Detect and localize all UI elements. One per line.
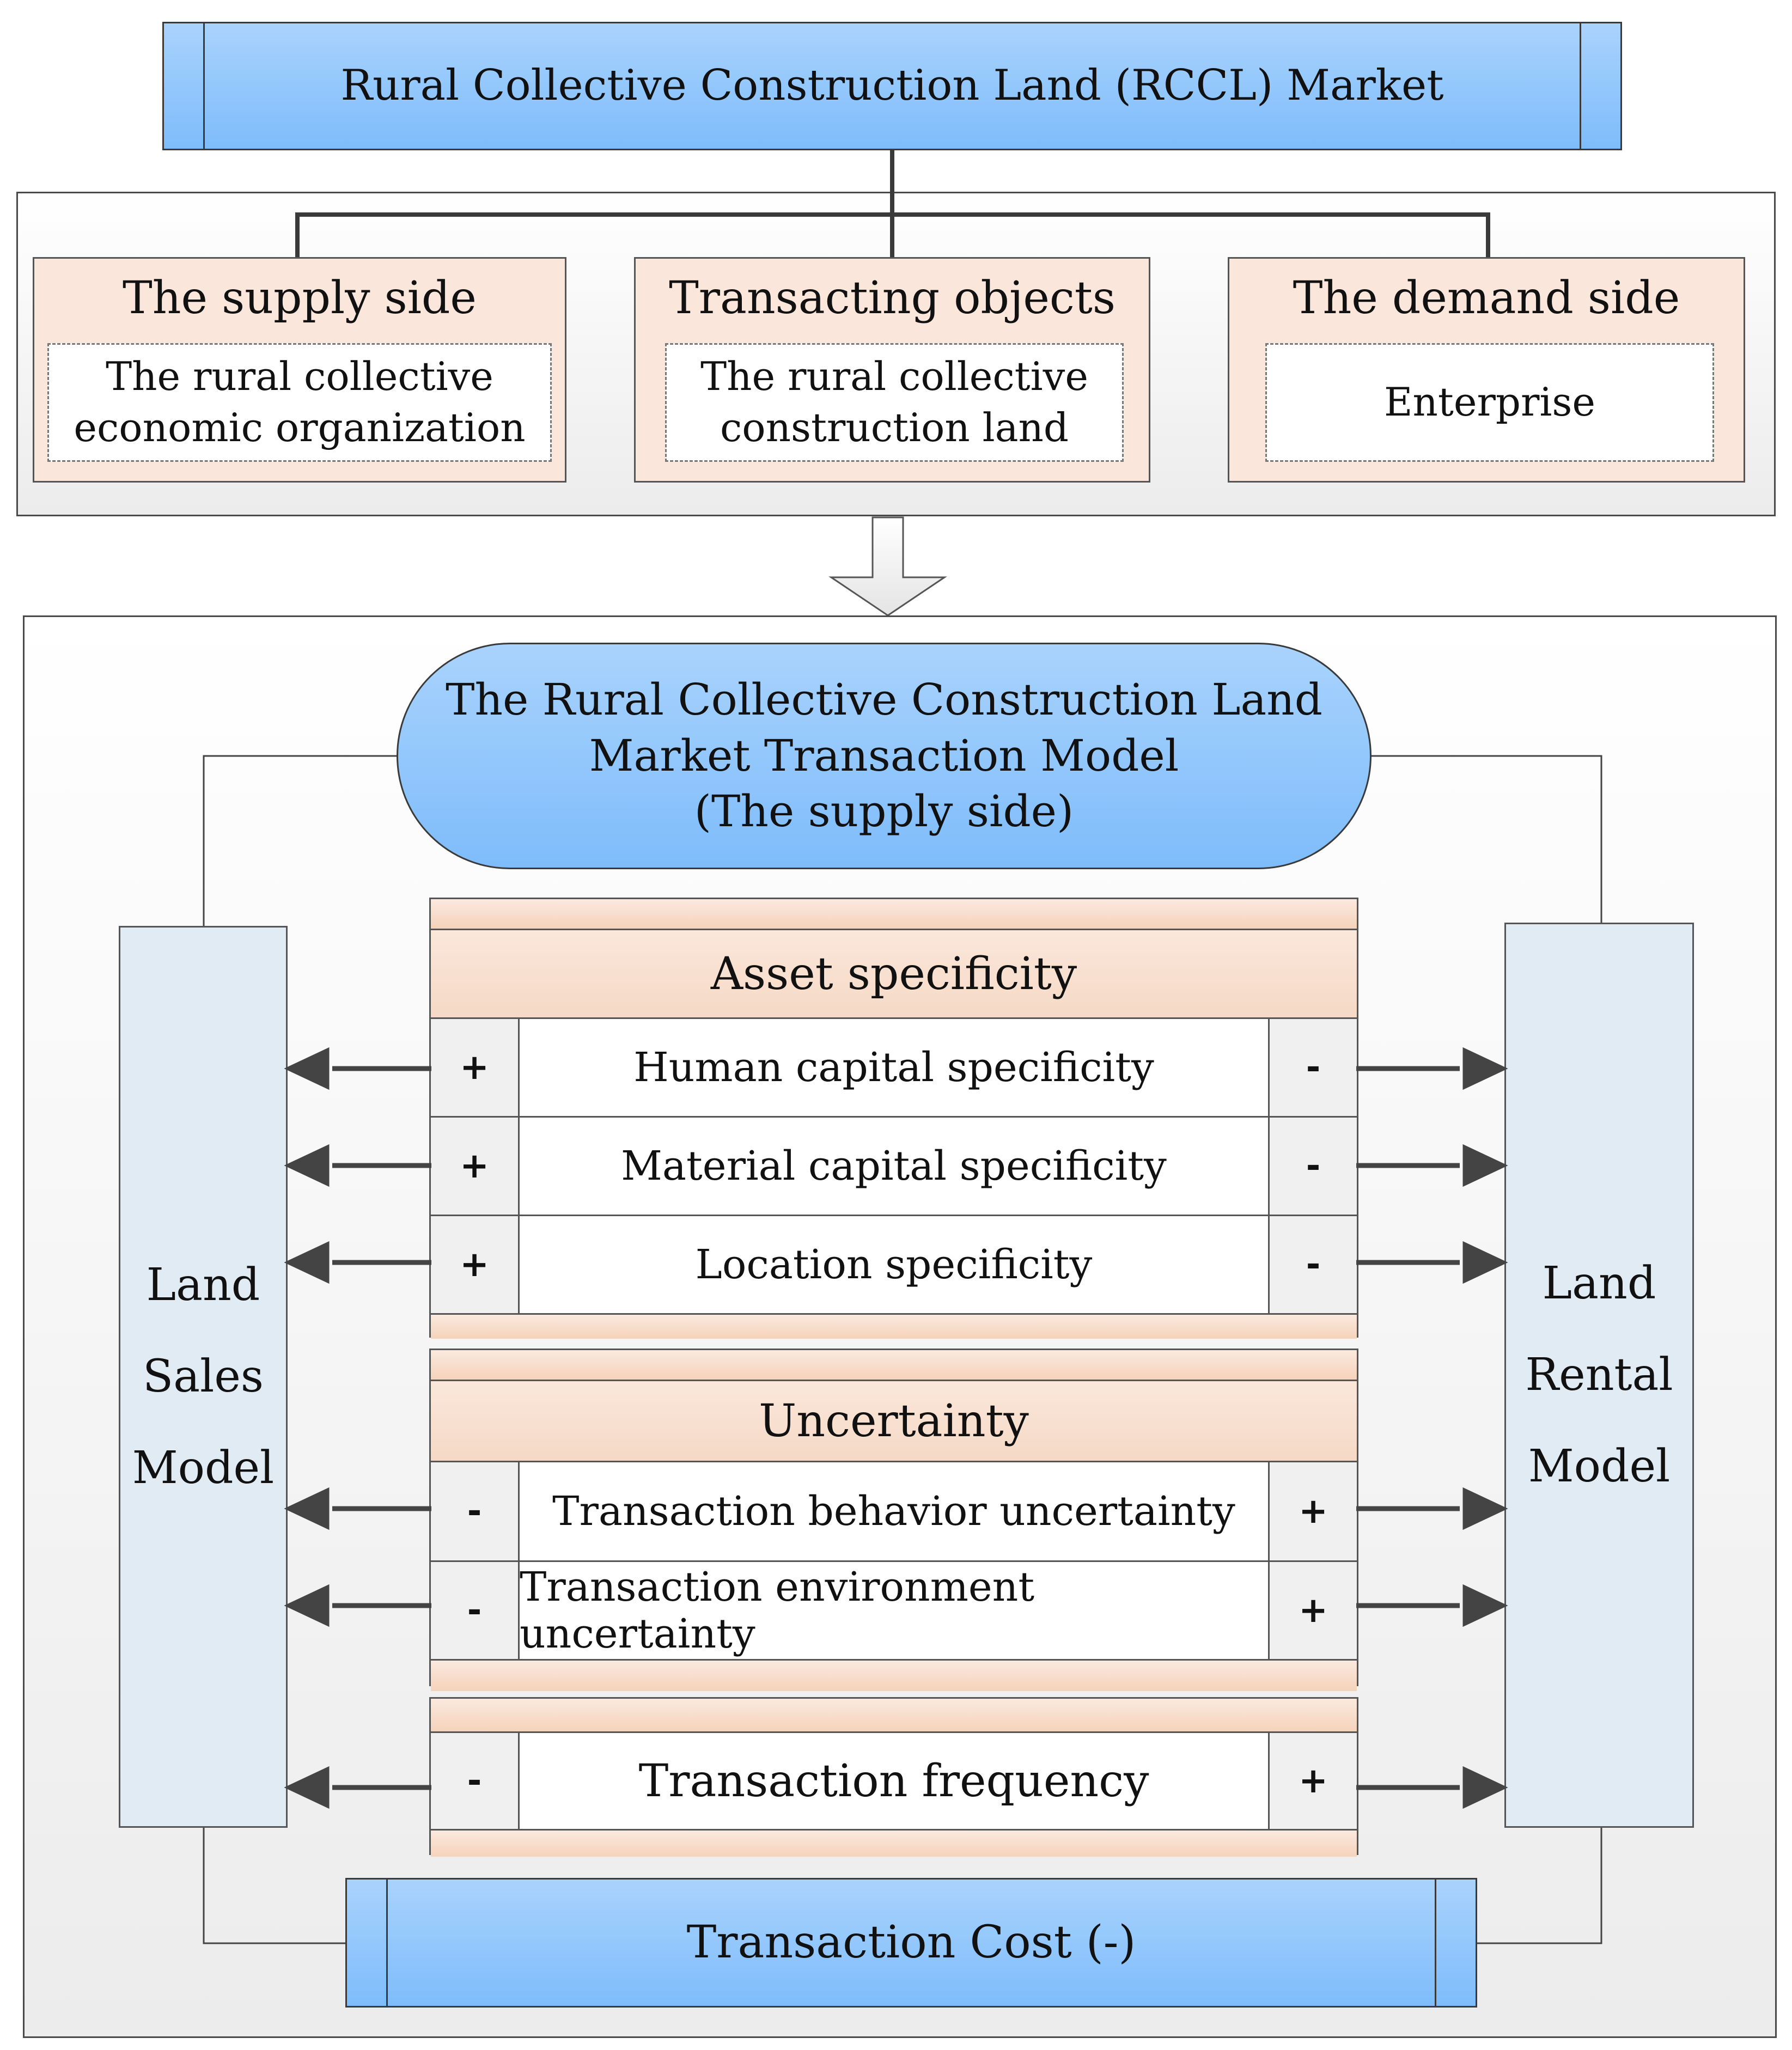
party-demand-detail: Enterprise: [1265, 343, 1714, 462]
transaction-cost-box: Transaction Cost (-): [345, 1878, 1477, 2008]
arrow-right-icon: [1462, 1144, 1508, 1187]
factor-label: Location specificity: [695, 1241, 1093, 1288]
arrow-right-icon: [1462, 1047, 1508, 1090]
sign-left: -: [431, 1462, 520, 1560]
sign-right: -: [1268, 1019, 1357, 1116]
sign-right: +: [1268, 1733, 1357, 1829]
factor-label: Transaction behavior uncertainty: [552, 1488, 1235, 1535]
factor-group-asset-specificity: Asset specificity + Human capital specif…: [429, 898, 1358, 1339]
down-arrow-icon: [828, 516, 947, 617]
sign-right: -: [1268, 1118, 1357, 1215]
sign-left: +: [431, 1216, 520, 1313]
party-supply-side: The supply side The rural collective eco…: [33, 257, 566, 483]
land-rental-line2: Rental: [1525, 1349, 1673, 1401]
group-title-uncertainty: Uncertainty: [431, 1381, 1357, 1462]
land-rental-line1: Land: [1542, 1257, 1656, 1309]
connector-left: [295, 212, 300, 257]
market-title-box: Rural Collective Construction Land (RCCL…: [162, 22, 1622, 150]
party-objects-detail-line1: The rural collective: [700, 353, 1088, 400]
group-title-asset-specificity: Asset specificity: [431, 930, 1357, 1019]
party-supply-title: The supply side: [123, 272, 477, 324]
land-rental-model: Land Rental Model: [1504, 923, 1694, 1828]
sign-left: -: [431, 1562, 520, 1659]
party-objects-title: Transacting objects: [669, 272, 1116, 324]
land-rental-line3: Model: [1528, 1441, 1671, 1493]
factor-row: - Transaction frequency +: [431, 1733, 1357, 1831]
arrow-left-icon: [284, 1047, 330, 1090]
model-title-line1: The Rural Collective Construction Land: [446, 674, 1322, 725]
arrow-left-icon: [284, 1584, 330, 1627]
sign-left: +: [431, 1019, 520, 1116]
factor-label: Transaction frequency: [638, 1755, 1149, 1807]
sign-left: -: [431, 1733, 520, 1829]
factor-label: Material capital specificity: [621, 1143, 1167, 1189]
arrow-right-icon: [1462, 1241, 1508, 1284]
factor-label: Transaction environment uncertainty: [520, 1564, 1035, 1657]
market-title: Rural Collective Construction Land (RCCL…: [340, 61, 1444, 111]
arrow-left-icon: [284, 1144, 330, 1187]
land-sales-line3: Model: [132, 1442, 275, 1494]
factor-row: + Material capital specificity -: [431, 1118, 1357, 1216]
arrow-left-icon: [284, 1766, 330, 1809]
sign-left: +: [431, 1118, 520, 1215]
party-supply-detail: The rural collective economic organizati…: [47, 343, 552, 462]
party-objects-detail: The rural collective construction land: [665, 343, 1124, 462]
factor-row: - Transaction behavior uncertainty +: [431, 1462, 1357, 1562]
factor-group-uncertainty: Uncertainty - Transaction behavior uncer…: [429, 1349, 1358, 1691]
sign-right: +: [1268, 1562, 1357, 1659]
factor-row: + Human capital specificity -: [431, 1019, 1357, 1118]
transaction-cost-title: Transaction Cost (-): [686, 1916, 1136, 1968]
sign-right: +: [1268, 1462, 1357, 1560]
arrow-right-icon: [1462, 1584, 1508, 1627]
party-supply-detail-line1: The rural collective: [106, 353, 493, 400]
factor-group-frequency: - Transaction frequency +: [429, 1697, 1358, 1857]
arrow-right-icon: [1462, 1487, 1508, 1530]
arrow-left-icon: [284, 1241, 330, 1284]
arrow-right-icon: [1462, 1766, 1508, 1809]
party-demand-title: The demand side: [1293, 272, 1680, 324]
arrow-left-icon: [284, 1487, 330, 1530]
sign-right: -: [1268, 1216, 1357, 1313]
connector-right: [1486, 212, 1490, 257]
model-title-line2: Market Transaction Model: [589, 730, 1179, 781]
party-demand-detail-line1: Enterprise: [1384, 379, 1595, 425]
party-demand-side: The demand side Enterprise: [1228, 257, 1745, 483]
party-transacting-objects: Transacting objects The rural collective…: [634, 257, 1150, 483]
connector-bar: [295, 212, 1490, 217]
party-objects-detail-line2: construction land: [720, 405, 1069, 450]
land-sales-line2: Sales: [143, 1350, 264, 1402]
model-title-pill: The Rural Collective Construction Land M…: [397, 643, 1372, 869]
factor-label: Human capital specificity: [633, 1044, 1154, 1091]
connector-trunk: [890, 150, 894, 257]
factor-row: + Location specificity -: [431, 1216, 1357, 1315]
model-title-line3: (The supply side): [694, 786, 1074, 837]
land-sales-model: Land Sales Model: [119, 926, 288, 1828]
party-supply-detail-line2: economic organization: [74, 405, 526, 450]
land-sales-line1: Land: [146, 1259, 260, 1311]
factor-row: - Transaction environment uncertainty +: [431, 1562, 1357, 1661]
